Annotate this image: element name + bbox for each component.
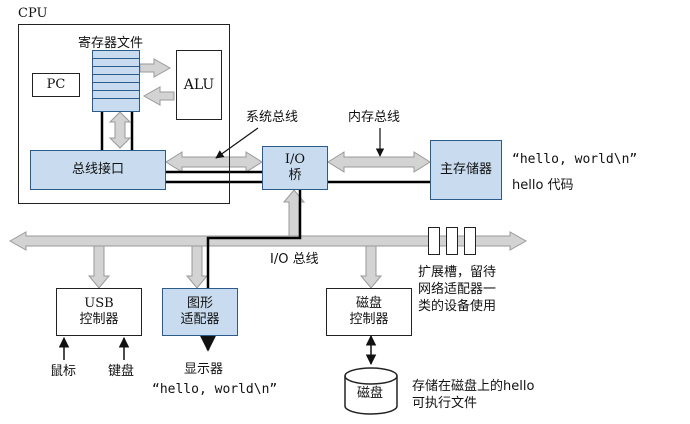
- io-bridge-line2: 桥: [288, 168, 302, 183]
- regfile-bus-arrow: [108, 111, 132, 149]
- disk-ctrl-line1: 磁盘: [355, 296, 382, 311]
- regfile-alu-arrow-bottom: [142, 86, 175, 106]
- pc-register: PC: [32, 73, 80, 97]
- main-memory-box: 主存储器: [430, 140, 502, 200]
- keyboard-label: 键盘: [108, 364, 135, 379]
- graphics-line2: 适配器: [180, 312, 220, 327]
- io-bridge-line1: I/O: [284, 152, 306, 167]
- display-label: 显示器: [184, 362, 224, 377]
- alu-box: ALU: [176, 50, 222, 120]
- system-bus-pointer: [215, 127, 259, 159]
- graphics-adapter-box: 图形 适配器: [162, 288, 238, 336]
- cpu-label: CPU: [18, 6, 48, 21]
- disk-label: 磁盘: [357, 386, 384, 401]
- cpu-frame: [18, 24, 230, 204]
- expansion-note-line3: 类的设备使用: [418, 299, 497, 314]
- disk-note-line1: 存储在磁盘上的hello: [412, 379, 535, 394]
- display-string-label: “hello, world\n”: [152, 382, 278, 397]
- memory-code-label: hello 代码: [512, 178, 574, 193]
- io-to-usb-arrow: [87, 245, 111, 289]
- expansion-slot: [446, 227, 458, 255]
- system-bus-label: 系统总线: [246, 110, 299, 125]
- expansion-note-line1: 扩展槽，留待: [418, 265, 497, 280]
- disk-cylinder: [344, 367, 398, 415]
- io-to-graphics-arrow: [185, 245, 209, 289]
- disk-note: 存储在磁盘上的hello 可执行文件: [412, 378, 534, 412]
- expansion-slot: [464, 227, 476, 255]
- io-bus-arrow: [8, 231, 528, 251]
- disk-ctrl-line2: 控制器: [349, 312, 389, 327]
- usb-line2: 控制器: [79, 312, 119, 327]
- graphics-line1: 图形: [186, 296, 213, 311]
- io-bridge-box: I/O 桥: [262, 146, 328, 190]
- memory-string-label: “hello, world\n”: [512, 152, 638, 167]
- expansion-note-line2: 网络适配器一: [418, 282, 497, 297]
- register-file: [92, 50, 140, 112]
- mouse-label: 鼠标: [50, 364, 77, 379]
- expansion-note: 扩展槽，留待 网络适配器一 类的设备使用: [418, 264, 496, 315]
- io-to-disk-controller-arrow: [359, 245, 383, 289]
- disk-note-line2: 可执行文件: [412, 396, 478, 411]
- regfile-alu-arrow-top: [139, 58, 172, 78]
- register-file-label: 寄存器文件: [78, 36, 144, 51]
- disk-controller-box: 磁盘 控制器: [326, 288, 412, 336]
- bus-interface-box: 总线接口: [30, 150, 166, 190]
- memory-bus-label: 内存总线: [348, 110, 401, 125]
- expansion-slot: [428, 227, 440, 255]
- io-bus-label: I/O 总线: [270, 252, 319, 267]
- usb-controller-box: USB 控制器: [56, 288, 142, 336]
- usb-line1: USB: [84, 296, 114, 311]
- memory-bus-arrow: [327, 151, 431, 173]
